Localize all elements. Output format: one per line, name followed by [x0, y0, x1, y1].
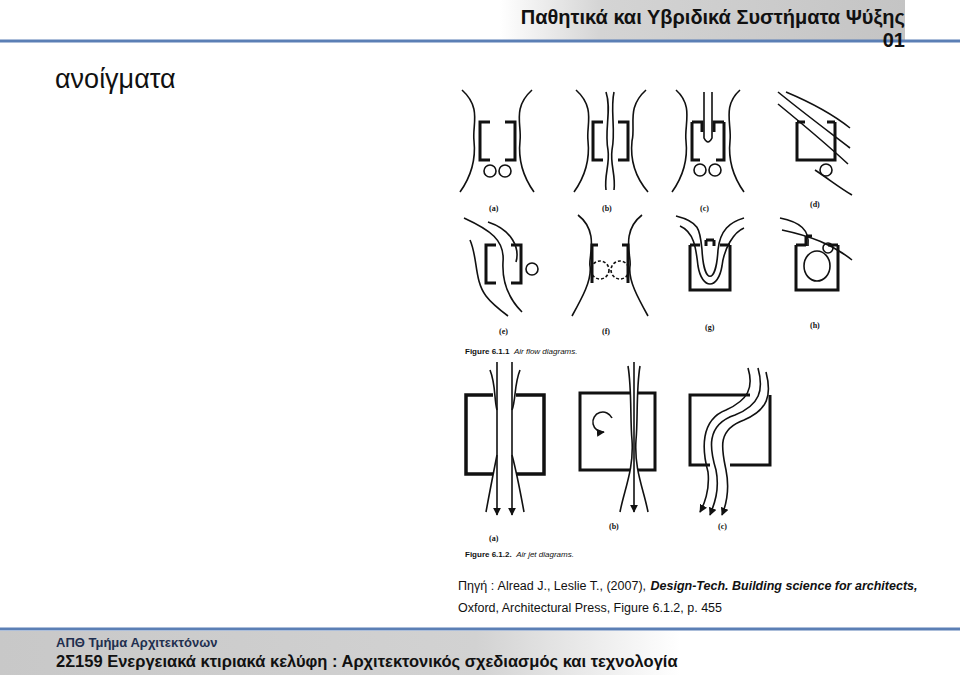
figure-letter: (g)	[705, 323, 714, 332]
figure-caption: Air jet diagrams.	[516, 550, 574, 559]
text-group: (a)	[489, 527, 498, 545]
figure-letter: (f)	[602, 327, 610, 336]
source-citation: Oxford, Architectural Press, Figure 6.1.…	[458, 601, 722, 615]
figure-letter: (b)	[609, 522, 619, 531]
figure-caption: Air flow diagrams.	[514, 347, 578, 356]
text-group: (c)	[700, 197, 709, 215]
header-rule	[0, 40, 960, 43]
figure-caption: Figure 6.1.1	[465, 347, 509, 356]
footer-bar	[0, 631, 680, 675]
text-group: ΑΠΘ Τμήμα Αρχιτεκτόνων	[56, 633, 656, 651]
air-jet-diagrams	[466, 362, 770, 515]
text-group: Παθητικά και Υβριδικά Συστήματα Ψύξης 01	[505, 6, 905, 52]
text-group: (b)	[609, 515, 619, 533]
text-group: (c)	[718, 515, 727, 533]
figure-letter: (c)	[718, 522, 727, 531]
slide-title: ανοίγματα	[55, 64, 176, 94]
source-citation: Design-Tech. Building science for archit…	[651, 579, 918, 593]
text-group: Πηγή : Alread J., Leslie T., (2007), Des…	[458, 574, 928, 617]
figure-caption: Figure 6.1.2.	[465, 550, 512, 559]
text-group: Figure 6.1.1 Air flow diagrams.	[465, 340, 665, 358]
footer-rule	[0, 628, 960, 631]
text-group: (a)	[489, 197, 498, 215]
figure-letter: (c)	[700, 204, 709, 213]
figure-letter: (h)	[810, 321, 820, 330]
text-group: (d)	[810, 193, 820, 211]
footer-course: 2Σ159 Ενεργειακά κτιριακά κελύφη : Αρχιτ…	[56, 652, 678, 670]
figure-letter: (d)	[810, 200, 820, 209]
air-flow-diagrams	[460, 90, 852, 316]
text-group: ανοίγματα	[55, 64, 455, 95]
source-citation: Πηγή : Alread J., Leslie T., (2007),	[458, 579, 646, 593]
footer-department: ΑΠΘ Τμήμα Αρχιτεκτόνων	[56, 635, 217, 650]
text-group: (e)	[499, 320, 508, 338]
text-group: (b)	[602, 197, 612, 215]
text-group: (h)	[810, 314, 820, 332]
figure-letter: (a)	[489, 534, 498, 543]
text-group: 2Σ159 Ενεργειακά κτιριακά κελύφη : Αρχιτ…	[56, 652, 696, 671]
text-group: (f)	[602, 320, 610, 338]
figure-letter: (b)	[602, 204, 612, 213]
figure-letter: (a)	[489, 204, 498, 213]
header-title: Παθητικά και Υβριδικά Συστήματα Ψύξης 01	[521, 6, 905, 51]
text-group: (g)	[705, 316, 714, 334]
text-group: Figure 6.1.2. Air jet diagrams.	[465, 543, 665, 561]
figure-letter: (e)	[499, 327, 508, 336]
